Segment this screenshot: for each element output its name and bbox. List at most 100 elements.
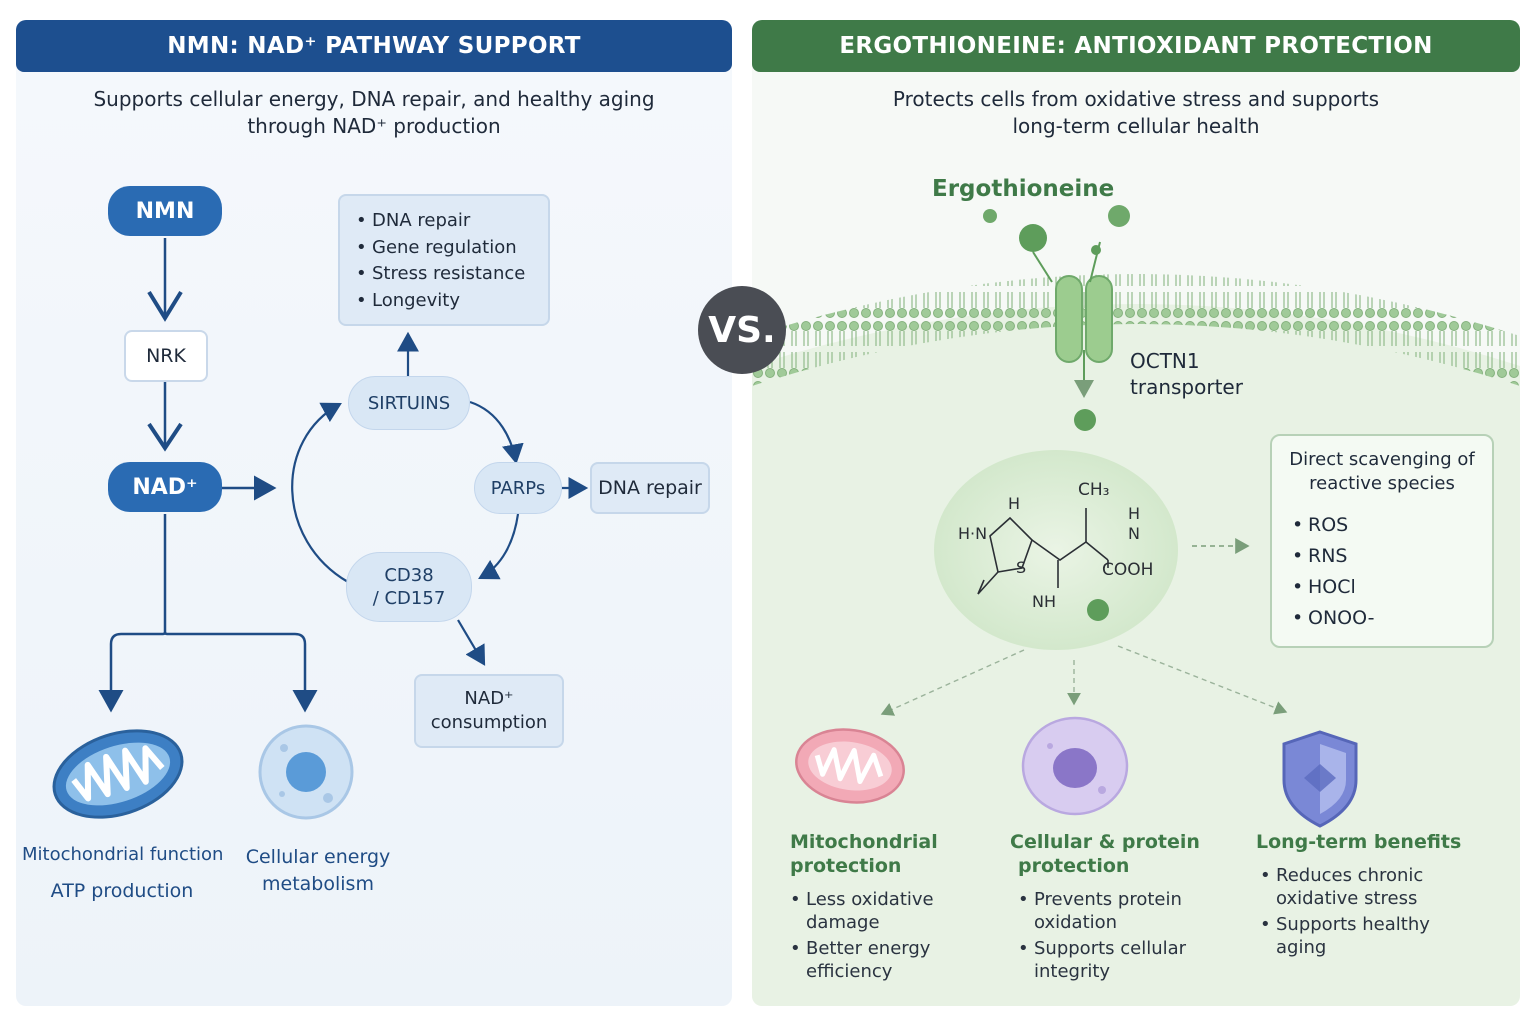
- ergothioneine-subtitle-line1: Protects cells from oxidative stress and…: [892, 87, 1380, 111]
- nmn-subtitle-line2: through NAD⁺ production: [247, 114, 501, 138]
- mitochondrion-icon: [52, 729, 184, 819]
- transporter-label: OCTN1 transporter: [1130, 348, 1243, 400]
- cell-body: [934, 450, 1178, 650]
- benefit-item-line: Prevents protein: [1034, 889, 1182, 910]
- cell-energy-line2: metabolism: [262, 873, 374, 895]
- hn-label: H·N: [958, 524, 988, 543]
- cell-energy-line1: Cellular energy: [245, 846, 391, 868]
- chevron-nmn-nrk-icon: [147, 290, 183, 322]
- cell-icon: [258, 724, 354, 820]
- benefit-longterm-heading: Long-term benefits: [1256, 830, 1461, 854]
- benefit-item-line: integrity: [1034, 961, 1111, 982]
- bound-molecule-icon: [1087, 599, 1109, 621]
- benefit-item-line: aging: [1276, 937, 1327, 958]
- sirtuin-effects-box: DNA repair Gene regulation Stress resist…: [338, 194, 550, 326]
- transporter-line2: transporter: [1130, 375, 1243, 399]
- benefit-item-line: Less oxidative: [806, 889, 934, 910]
- octn1-transporter-icon: [1055, 275, 1113, 363]
- arrow-cd38-consumption: [457, 619, 486, 666]
- node-consumption-line2: consumption: [430, 712, 548, 733]
- scavenging-title-line2: reactive species: [1309, 473, 1455, 494]
- sirtuin-effect-item: DNA repair: [356, 208, 548, 235]
- nmn-panel: NMN: NAD⁺ PATHWAY SUPPORT Supports cellu…: [16, 20, 732, 1006]
- reactive-species-list: ROS RNS HOCl ONOO-: [1292, 510, 1492, 634]
- arc-parps-cd38: [478, 513, 520, 580]
- nmn-banner: NMN: NAD⁺ PATHWAY SUPPORT: [16, 20, 732, 72]
- sirtuin-effect-item: Longevity: [356, 288, 548, 315]
- benefit-item-line: Supports healthy: [1276, 914, 1430, 935]
- benefit-item-line: Reduces chronic: [1276, 865, 1424, 886]
- ergothioneine-banner: ERGOTHIONEINE: ANTIOXIDANT PROTECTION: [752, 20, 1520, 72]
- benefit-item-line: efficiency: [806, 961, 893, 982]
- benefit-mito-heading-line1: Mitochondrial: [790, 831, 938, 853]
- scavenging-title-line1: Direct scavenging of: [1289, 449, 1475, 470]
- arrow-nad-mito: [98, 514, 167, 713]
- s-label: S: [1016, 558, 1027, 577]
- nh-label: NH: [1032, 592, 1056, 611]
- benefit-item-line: damage: [806, 912, 880, 933]
- node-sirtuins: SIRTUINS: [348, 376, 470, 430]
- benefit-item-line: Better energy: [806, 938, 931, 959]
- n-right-label: N: [1128, 524, 1140, 543]
- ergothioneine-panel: ERGOTHIONEINE: ANTIOXIDANT PROTECTION Pr…: [752, 20, 1520, 1006]
- mito-function-title: Mitochondrial function: [22, 844, 224, 865]
- ergothioneine-subtitle-line2: long-term cellular health: [1012, 114, 1260, 138]
- node-consumption-line1: NAD⁺: [464, 688, 514, 709]
- benefit-cell-heading-line1: Cellular & protein: [1010, 831, 1200, 853]
- benefit-item-line: Supports cellular: [1034, 938, 1187, 959]
- sirtuin-effect-item: Stress resistance: [356, 261, 548, 288]
- node-nad-consumption: NAD⁺ consumption: [414, 674, 564, 748]
- benefit-cell-heading-line2: protection: [1018, 855, 1130, 877]
- reactive-species-item: HOCl: [1292, 572, 1492, 603]
- arrow-to-mito: [880, 649, 1025, 716]
- reactive-species-item: ROS: [1292, 510, 1492, 541]
- ch3-label: CH₃: [1078, 480, 1110, 500]
- mito-function-sub: ATP production: [50, 880, 194, 902]
- node-cd38: CD38 / CD157: [346, 552, 472, 622]
- node-cd38-line2: / CD157: [372, 588, 446, 609]
- ergothioneine-label: Ergothioneine: [932, 176, 1115, 202]
- cooh-label: COOH: [1102, 560, 1154, 580]
- node-nmn: NMN: [108, 186, 222, 236]
- node-dna-repair: DNA repair: [590, 462, 710, 514]
- sirtuin-effect-item: Gene regulation: [356, 235, 548, 262]
- node-nad: NAD⁺: [108, 462, 222, 512]
- scavenging-title: Direct scavenging of reactive species: [1272, 448, 1492, 496]
- node-cd38-line1: CD38: [384, 565, 434, 586]
- transporter-line1: OCTN1: [1130, 349, 1200, 373]
- benefit-mito-heading-line2: protection: [790, 855, 902, 877]
- benefit-item-line: oxidative stress: [1276, 888, 1418, 909]
- ergothioneine-molecules-icon: [983, 205, 1130, 431]
- benefit-cell-heading: Cellular & protein protection: [1010, 830, 1200, 878]
- arc-cd38-sirtuins: [291, 402, 349, 583]
- nmn-pathway-arrows: [52, 238, 589, 820]
- arc-sirtuins-parps: [469, 400, 524, 465]
- mitochondrion-pink-icon: [795, 728, 905, 804]
- ergothioneine-subtitle: Protects cells from oxidative stress and…: [752, 86, 1520, 140]
- arrow-nad-cell: [163, 631, 318, 713]
- node-parps: PARPs: [474, 462, 562, 514]
- reactive-species-item: ONOO-: [1292, 603, 1492, 634]
- cell-membrane: [752, 274, 1520, 386]
- vs-badge: VS.: [698, 286, 786, 374]
- shield-icon: [1282, 730, 1358, 828]
- ergothioneine-structure-icon: [977, 508, 1109, 595]
- nmn-subtitle-line1: Supports cellular energy, DNA repair, an…: [93, 87, 655, 111]
- h-right-label: H: [1128, 504, 1141, 523]
- node-nrk: NRK: [124, 330, 208, 382]
- scavenging-box: Direct scavenging of reactive species RO…: [1270, 434, 1494, 648]
- benefit-item-line: oxidation: [1034, 912, 1118, 933]
- arrow-to-longterm: [1117, 645, 1288, 715]
- benefit-mito-heading: Mitochondrial protection: [790, 830, 938, 878]
- h-top-label: H: [1008, 494, 1021, 513]
- chevron-nrk-nad-icon: [147, 422, 183, 452]
